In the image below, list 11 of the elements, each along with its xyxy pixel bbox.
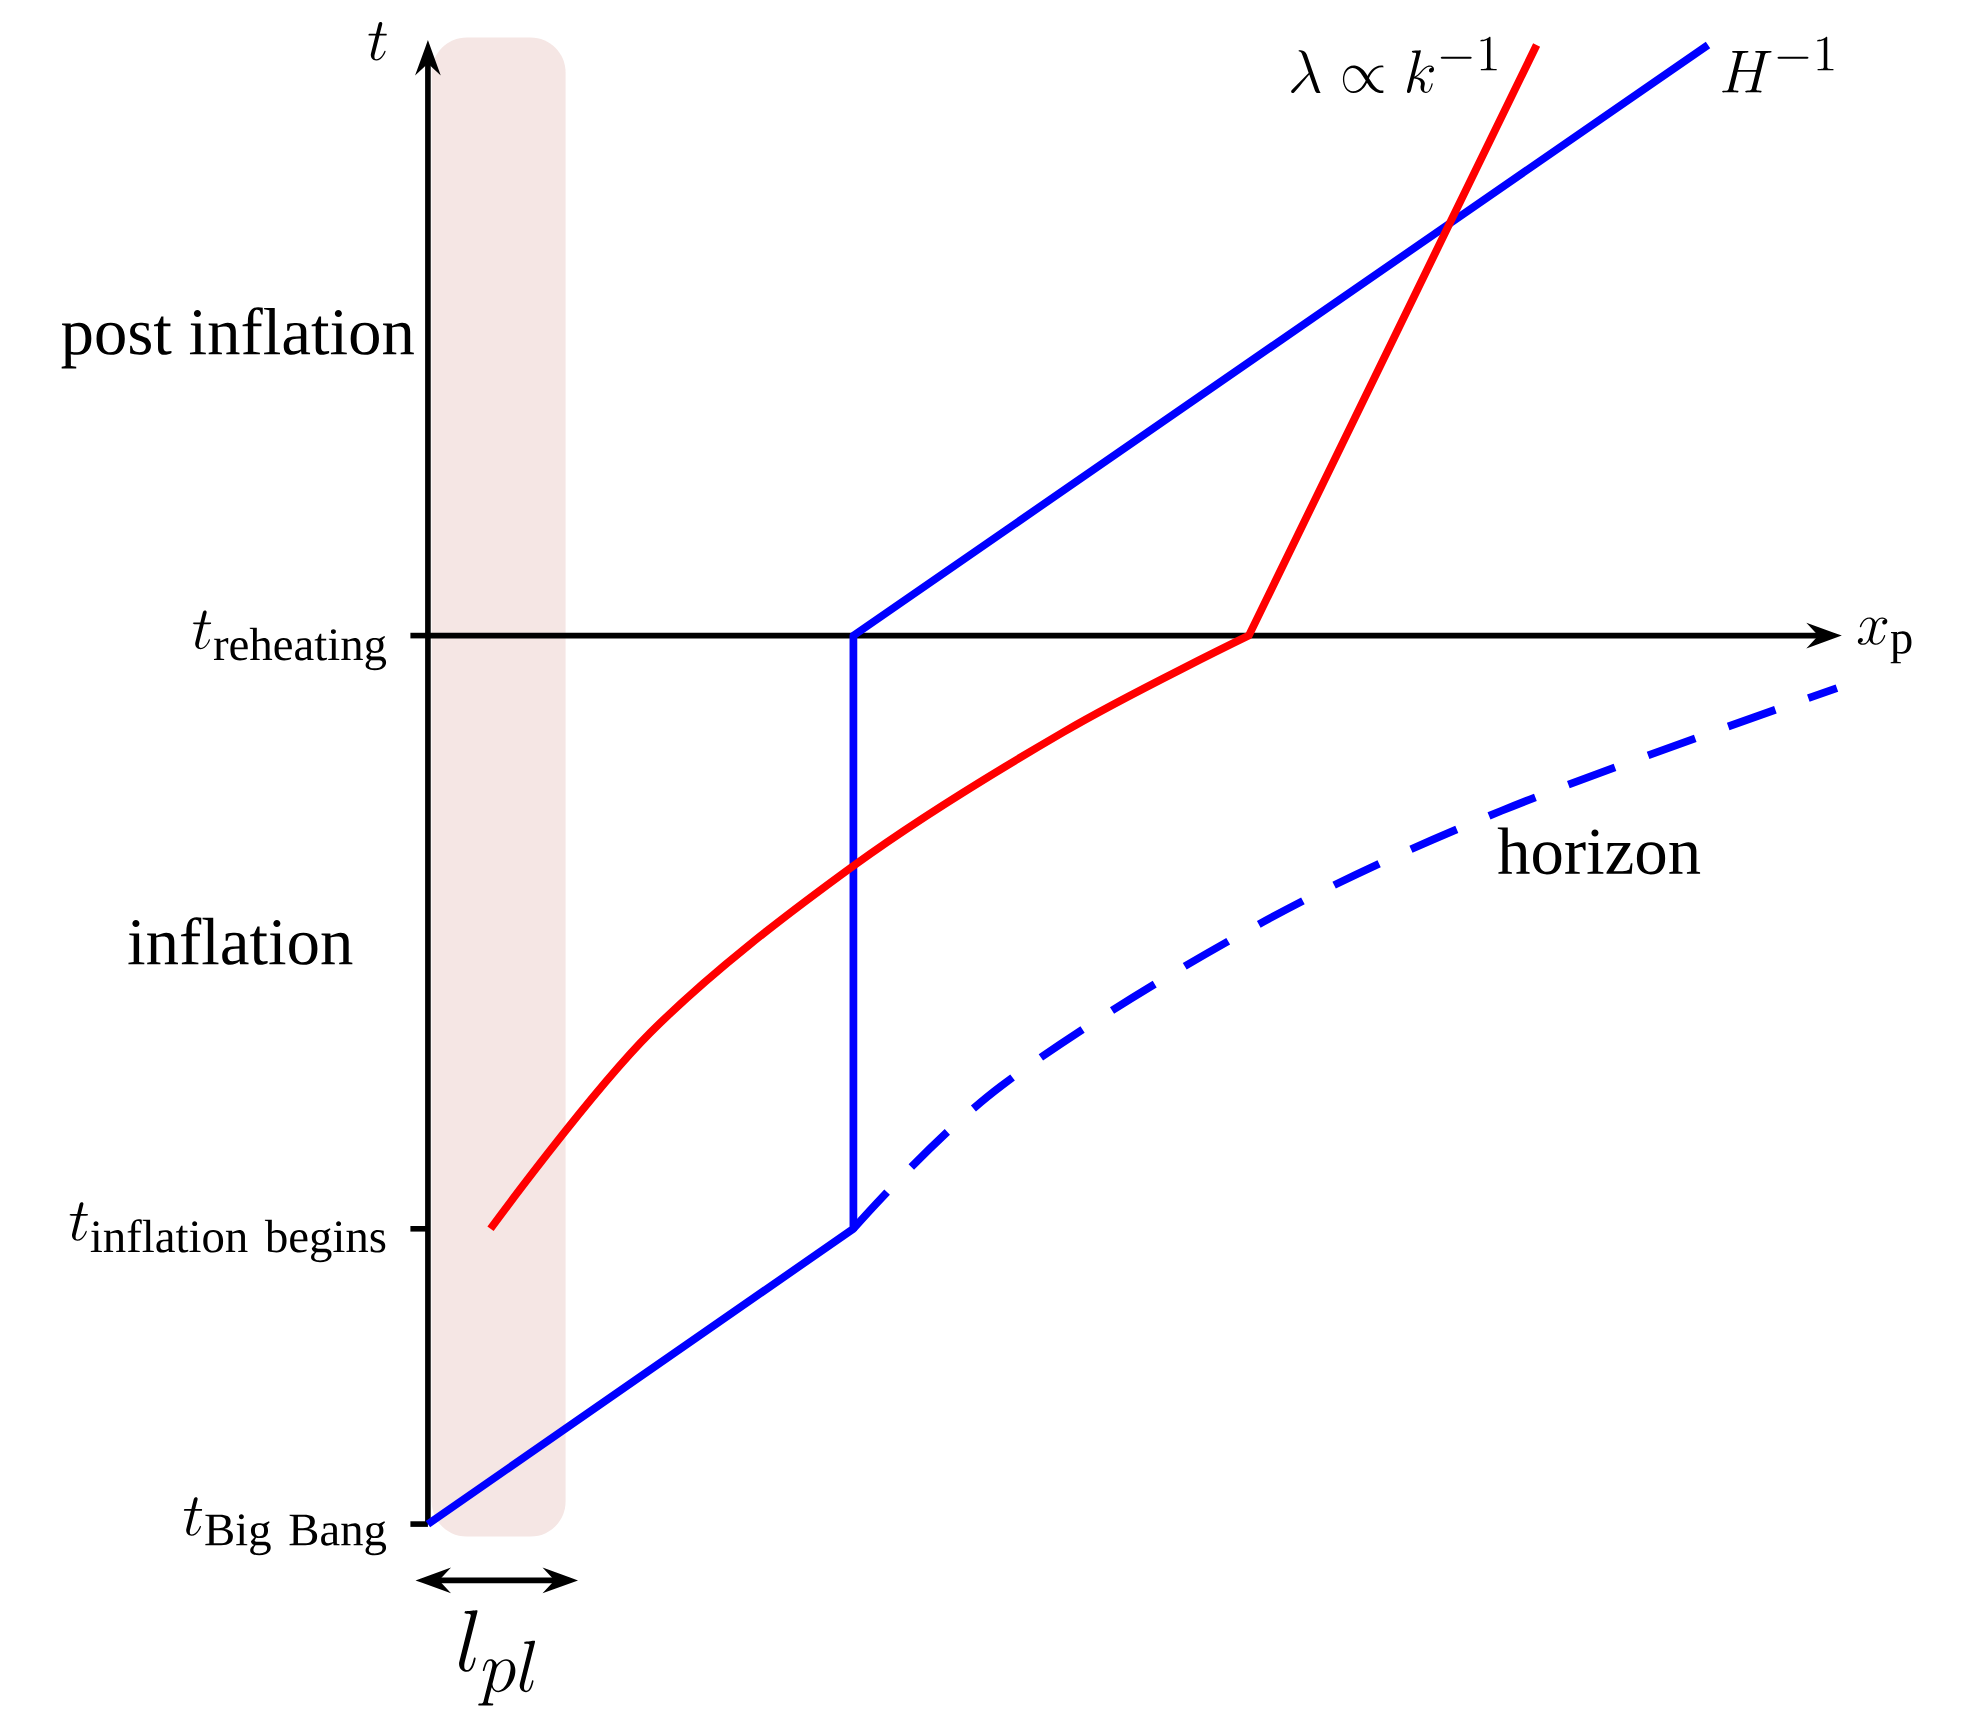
curve-label: horizon — [1497, 827, 1701, 875]
tick-label: $t_{\mathrm{reheating}}$ — [192, 610, 387, 671]
dimension-label: $l_{pl}$ — [459, 1610, 536, 1706]
axis-label: $t$ — [368, 22, 387, 61]
curve-label: $H^{-1}$ — [1722, 36, 1834, 93]
curve-label: $\lambda \propto k^{-1}$ — [1291, 36, 1497, 94]
tick-label: $t_{\mathrm{Big\ Bang}}$ — [183, 1497, 387, 1556]
axis-label: $x_{\mathrm{p}}$ — [1857, 617, 1912, 664]
region-label: post inflation — [61, 307, 414, 369]
tick-label: $t_{\mathrm{inflation\ begins}}$ — [69, 1202, 386, 1263]
region-label: inflation — [128, 917, 353, 965]
